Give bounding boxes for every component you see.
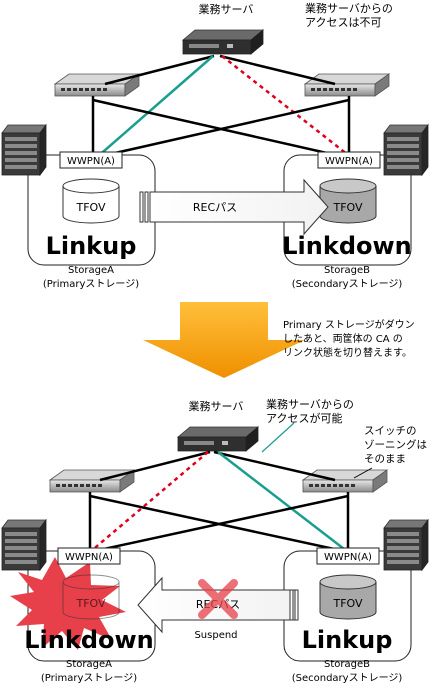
bottom-server-label: 業務サーバ bbox=[189, 399, 244, 413]
top-storage-a-volume-icon bbox=[62, 178, 120, 224]
bottom-storage-a-role: (Primaryストレージ) bbox=[41, 673, 137, 684]
top-storage-b-rack-icon bbox=[383, 124, 429, 176]
bottom-storage-b-volume-icon bbox=[319, 574, 377, 620]
bottom-access-note-leader bbox=[261, 422, 295, 453]
top-storage-a-port bbox=[59, 151, 123, 169]
top-storage-b-name: StorageB bbox=[324, 265, 370, 276]
bottom-storage-a-port bbox=[57, 547, 121, 565]
transition: Primary ストレージがダウン したあと、両筐体の CA の リンク状態を切… bbox=[143, 302, 418, 378]
bottom-storage-b-port-label: WWPN(A) bbox=[324, 552, 372, 563]
bottom-storage-b-rack-icon bbox=[383, 519, 429, 571]
top-storage-b-port bbox=[317, 151, 381, 169]
bottom-storage-a-port-label: WWPN(A) bbox=[65, 552, 113, 563]
top-storage-b-volume-icon bbox=[319, 178, 377, 224]
bottom-server-icon bbox=[177, 426, 259, 452]
bottom-switch-note: スイッチの ゾーニングは そのまま bbox=[364, 425, 430, 465]
bottom-storage-a-state: Linkdown bbox=[24, 626, 154, 654]
top-panel: 業務サーバ 業務サーバからの アクセスは不可 WWPN(A) TFOV Link… bbox=[1, 1, 429, 290]
top-link-blocked-path bbox=[221, 55, 353, 159]
bottom-panel: 業務サーバ 業務サーバからの アクセスが可能 スイッチの ゾーニングは そのまま bbox=[1, 397, 430, 684]
top-storage-a-role: (Primaryストレージ) bbox=[43, 279, 139, 290]
top-server-label: 業務サーバ bbox=[199, 2, 254, 16]
bottom-storage-a-rack-icon bbox=[1, 519, 47, 571]
bottom-link-server-to-left-switch bbox=[99, 450, 211, 482]
top-link-server-to-right-switch bbox=[219, 54, 336, 86]
top-server-icon bbox=[182, 29, 264, 55]
bottom-switch-note-leader bbox=[353, 467, 373, 479]
transition-note: Primary ストレージがダウン したあと、両筐体の CA の リンク状態を切… bbox=[283, 318, 418, 359]
bottom-storage-a-volume-icon bbox=[62, 574, 120, 620]
top-rec-path-label: RECパス bbox=[193, 201, 237, 214]
bottom-storage-b-role: (Secondaryストレージ) bbox=[292, 673, 403, 684]
suspend-label: Suspend bbox=[194, 630, 237, 641]
bottom-access-note: 業務サーバからの アクセスが可能 bbox=[266, 397, 357, 425]
bottom-storage-b-volume-label: TFOV bbox=[332, 597, 363, 610]
transition-down-arrow bbox=[143, 302, 305, 378]
top-switch-right-icon bbox=[304, 73, 390, 97]
top-access-note: 業務サーバからの アクセスは不可 bbox=[305, 1, 396, 29]
top-storage-a-volume-label: TFOV bbox=[75, 201, 106, 214]
bottom-storage-b-state: Linkup bbox=[302, 626, 393, 654]
top-storage-b-state: Linkdown bbox=[282, 232, 412, 260]
top-storage-a-rack-icon bbox=[1, 124, 47, 176]
top-link-server-to-left-switch bbox=[104, 54, 215, 86]
bottom-link-cross-2 bbox=[89, 494, 349, 554]
bottom-link-blocked-path bbox=[89, 451, 209, 553]
top-storage-b-port-label: WWPN(A) bbox=[325, 156, 373, 167]
top-link-active-path bbox=[95, 55, 214, 159]
top-storage-a-state: Linkup bbox=[46, 232, 137, 260]
bottom-storage-b-port bbox=[316, 547, 380, 565]
top-storage-b-volume-label: TFOV bbox=[332, 201, 363, 214]
top-rec-path-arrow bbox=[139, 179, 329, 235]
top-link-cross-2 bbox=[92, 98, 350, 160]
bottom-link-server-to-right-switch bbox=[213, 450, 336, 482]
bottom-storage-a-name: StorageA bbox=[66, 659, 112, 670]
top-storage-a-name: StorageA bbox=[68, 265, 114, 276]
top-storage-a-port-label: WWPN(A) bbox=[67, 156, 115, 167]
suspend-x-icon bbox=[198, 579, 238, 619]
bottom-storage-a-volume-label: TFOV bbox=[75, 597, 106, 610]
bottom-storage-b-name: StorageB bbox=[324, 659, 370, 670]
bottom-switch-right-icon bbox=[302, 469, 388, 493]
failure-burst-icon bbox=[10, 557, 126, 650]
top-storage-b-role: (Secondaryストレージ) bbox=[292, 279, 403, 290]
bottom-link-active-path bbox=[217, 451, 349, 553]
